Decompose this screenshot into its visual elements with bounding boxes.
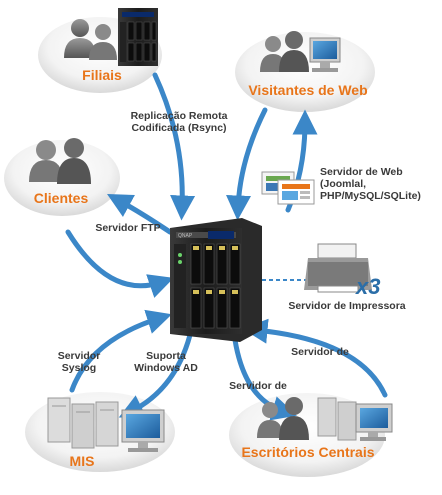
escritorios-arrow-in: [242, 318, 388, 398]
web-server-label: Servidor de Web (Joomlal, PHP/MySQL/SQLi…: [320, 166, 432, 202]
ftp-arrow-out: [107, 194, 173, 235]
mis-computer-icon: [121, 409, 165, 452]
clientes-users-icon: [29, 138, 91, 184]
replicacao-line-1: Replicação Remota: [130, 110, 228, 122]
visitantes-users-icon: [260, 31, 309, 72]
printer-count: x3: [356, 274, 381, 299]
central-nas: QNAP: [170, 218, 262, 342]
syslog-line-1: Servidor: [57, 350, 101, 362]
visitantes-computer-icon: [309, 37, 341, 72]
ftp-label: Servidor FTP: [95, 222, 161, 234]
web-line-2: (Joomlal,: [320, 178, 367, 190]
escritorios-server-icon: [317, 397, 357, 441]
syslog-line-2: Syslog: [61, 362, 97, 374]
servidor-de-right-label: Servidor de: [291, 346, 349, 358]
replicacao-line-2: Codificada (Rsync): [131, 122, 227, 134]
servidor-de-bottom-label: Servidor de: [229, 380, 287, 392]
impressora-label: Servidor de Impressora: [288, 300, 406, 312]
filiais-nas: [118, 8, 158, 66]
replication-arrow: [152, 72, 196, 221]
replicacao-label: Replicação Remota Codificada (Rsync): [115, 110, 243, 134]
ad-arrow: [118, 332, 193, 418]
mis-server-icon: [47, 397, 119, 449]
web-line-1: Servidor de Web: [320, 166, 403, 178]
ftp-arrow-in: [65, 229, 174, 298]
ad-line-2: Windows AD: [134, 362, 198, 374]
syslog-arrow: [69, 309, 172, 393]
filiais-title: Filiais: [82, 67, 122, 83]
ad-line-1: Suporta: [146, 350, 186, 362]
clientes-title: Clientes: [33, 190, 89, 206]
svg-text:QNAP: QNAP: [178, 233, 193, 239]
visitantes-title: Visitantes de Web: [248, 82, 368, 98]
escritorios-computer-icon: [355, 403, 393, 441]
ad-label: Suporta Windows AD: [128, 350, 204, 374]
syslog-label: Servidor Syslog: [52, 350, 106, 374]
web-arrow-left: [226, 107, 268, 221]
escritorios-title: Escritórios Centrais: [241, 444, 375, 460]
filiais-users-icon: [64, 19, 117, 60]
escritorios-users-icon: [257, 397, 309, 440]
web-server-icon: [261, 171, 315, 205]
mis-title: MIS: [69, 453, 95, 469]
arrows: [65, 72, 388, 421]
web-line-3: PHP/MySQL/SQLite): [320, 190, 421, 202]
printer-icon: [304, 243, 372, 293]
